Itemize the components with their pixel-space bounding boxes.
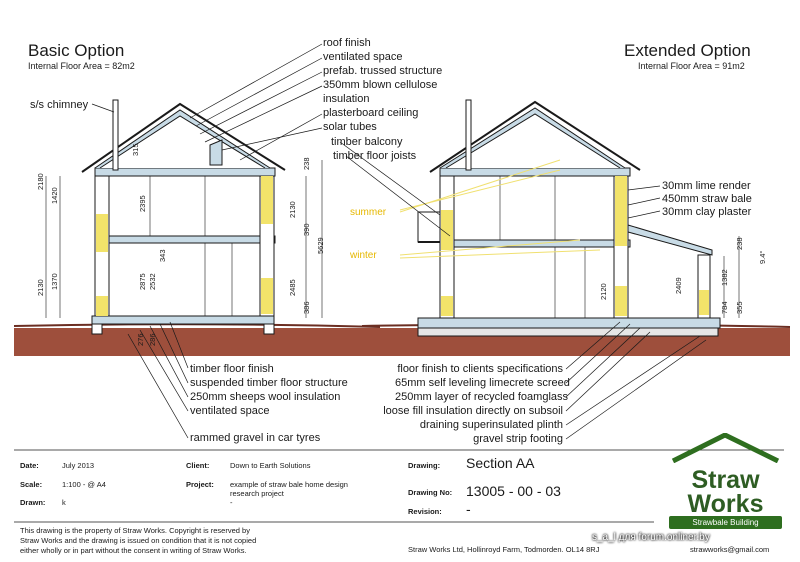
dim-1420: 1420 xyxy=(50,187,59,204)
tb-client-label: Client: xyxy=(186,461,210,470)
label-timber-joists: timber floor joists xyxy=(333,150,417,162)
tb-project: example of straw bale home design xyxy=(230,480,348,489)
tb-date-label: Date: xyxy=(20,461,39,470)
dim-343: 343 xyxy=(158,249,167,262)
email: strawworks@gmail.com xyxy=(690,545,770,554)
tb-client: Down to Earth Solutions xyxy=(230,461,311,470)
dim-1370: 1370 xyxy=(50,273,59,290)
dim-1382: 1382 xyxy=(720,269,729,286)
tb-project-3: - xyxy=(230,498,233,507)
label-limecrete: 65mm self leveling limecrete screed xyxy=(395,377,570,389)
straw-works-logo: Straw Works Strawbale Building xyxy=(669,432,782,529)
dim-2409: 2409 xyxy=(674,277,683,294)
label-timber-balcony: timber balcony xyxy=(331,136,403,148)
dim-286: 286 xyxy=(148,333,157,346)
label-roof-finish: roof finish xyxy=(323,37,371,49)
ground-left xyxy=(14,328,380,356)
basic-option-area: Internal Floor Area = 82m2 xyxy=(28,61,135,71)
dim-2875: 2875 xyxy=(138,273,147,290)
dim-276: 276 xyxy=(136,333,145,346)
watermark: s_a_l для forum.onliner.by xyxy=(592,532,710,543)
label-suspended-floor: suspended timber floor structure xyxy=(190,377,348,389)
basic-house xyxy=(81,99,286,335)
logo-strip: Strawbale Building xyxy=(669,516,782,529)
label-floor-ventilated: ventilated space xyxy=(190,405,270,417)
label-foamglass: 250mm layer of recycled foamglass xyxy=(395,391,569,403)
logo-line2: Works xyxy=(687,490,764,518)
label-cellulose: 350mm blown cellulose xyxy=(323,79,438,91)
tb-scale: 1:100 - @ A4 xyxy=(62,480,106,489)
tb-date: July 2013 xyxy=(62,461,95,470)
tb-revision-label: Revision: xyxy=(408,507,442,516)
label-floor-finish-client: floor finish to clients specifications xyxy=(397,363,563,375)
basic-option-title: Basic Option xyxy=(28,41,125,60)
dim-2130-l: 2130 xyxy=(36,279,45,296)
leader-lines xyxy=(91,43,707,440)
extended-option-title: Extended Option xyxy=(624,41,751,60)
label-lime-render: 30mm lime render xyxy=(662,180,751,192)
address: Straw Works Ltd, Hollinroyd Farm, Todmor… xyxy=(408,545,600,554)
tb-drawingno-label: Drawing No: xyxy=(408,488,453,497)
dim-angle: 9.4° xyxy=(758,250,767,264)
sun-rays xyxy=(399,159,601,259)
dimension-lines xyxy=(45,160,740,318)
label-clay-plaster: 30mm clay plaster xyxy=(662,206,752,218)
label-ventilated-space: ventilated space xyxy=(323,51,403,63)
label-winter: winter xyxy=(350,250,377,261)
label-solar-tubes: solar tubes xyxy=(323,121,377,133)
dim-2130-r: 2130 xyxy=(288,201,297,218)
dim-390: 390 xyxy=(302,223,311,236)
label-insulation: insulation xyxy=(323,93,370,105)
label-summer: summer xyxy=(350,207,387,218)
dim-2532: 2532 xyxy=(148,273,157,290)
dim-2120: 2120 xyxy=(599,283,608,300)
tb-project-label: Project: xyxy=(186,480,214,489)
label-trussed-structure: prefab. trussed structure xyxy=(323,65,443,77)
dim-238-l: 238 xyxy=(302,157,311,170)
logo-line1: Straw xyxy=(691,466,760,494)
copyright-notice: This drawing is the property of Straw Wo… xyxy=(20,526,257,555)
extended-option-area: Internal Floor Area = 91m2 xyxy=(638,61,745,71)
label-straw-bale: 450mm straw bale xyxy=(662,193,752,205)
dim-386: 386 xyxy=(302,301,311,314)
dim-238-r: 238 xyxy=(735,237,744,250)
dim-784: 784 xyxy=(720,301,729,314)
label-rammed-gravel: rammed gravel in car tyres xyxy=(190,432,321,444)
label-strip-footing: gravel strip footing xyxy=(473,433,563,445)
label-chimney: s/s chimney xyxy=(30,99,89,111)
dim-355: 355 xyxy=(735,301,744,314)
dim-2395: 2395 xyxy=(138,195,147,212)
label-timber-floor-finish: timber floor finish xyxy=(190,363,274,375)
label-plasterboard: plasterboard ceiling xyxy=(323,107,419,119)
title-block-frame xyxy=(14,449,784,523)
dim-2180: 2180 xyxy=(36,173,45,190)
dim-5629: 5629 xyxy=(316,237,325,254)
label-plinth: draining superinsulated plinth xyxy=(419,419,563,431)
tb-scale-label: Scale: xyxy=(20,480,43,489)
dim-315: 315 xyxy=(131,143,140,156)
tb-project-2: research project xyxy=(230,489,284,498)
tb-drawn-label: Drawn: xyxy=(20,498,46,507)
dim-2485: 2485 xyxy=(288,279,297,296)
tb-drawing-label: Drawing: xyxy=(408,461,441,470)
tb-drawingno: 13005 - 00 - 03 xyxy=(466,483,561,499)
label-sheeps-wool: 250mm sheeps wool insulation xyxy=(190,391,341,403)
label-loose-fill: loose fill insulation directly on subsoi… xyxy=(383,405,563,417)
tb-drawing: Section AA xyxy=(466,455,535,471)
tb-drawn: k xyxy=(62,498,66,507)
logo-roof-icon xyxy=(671,432,780,464)
tb-revision: - xyxy=(466,501,471,517)
